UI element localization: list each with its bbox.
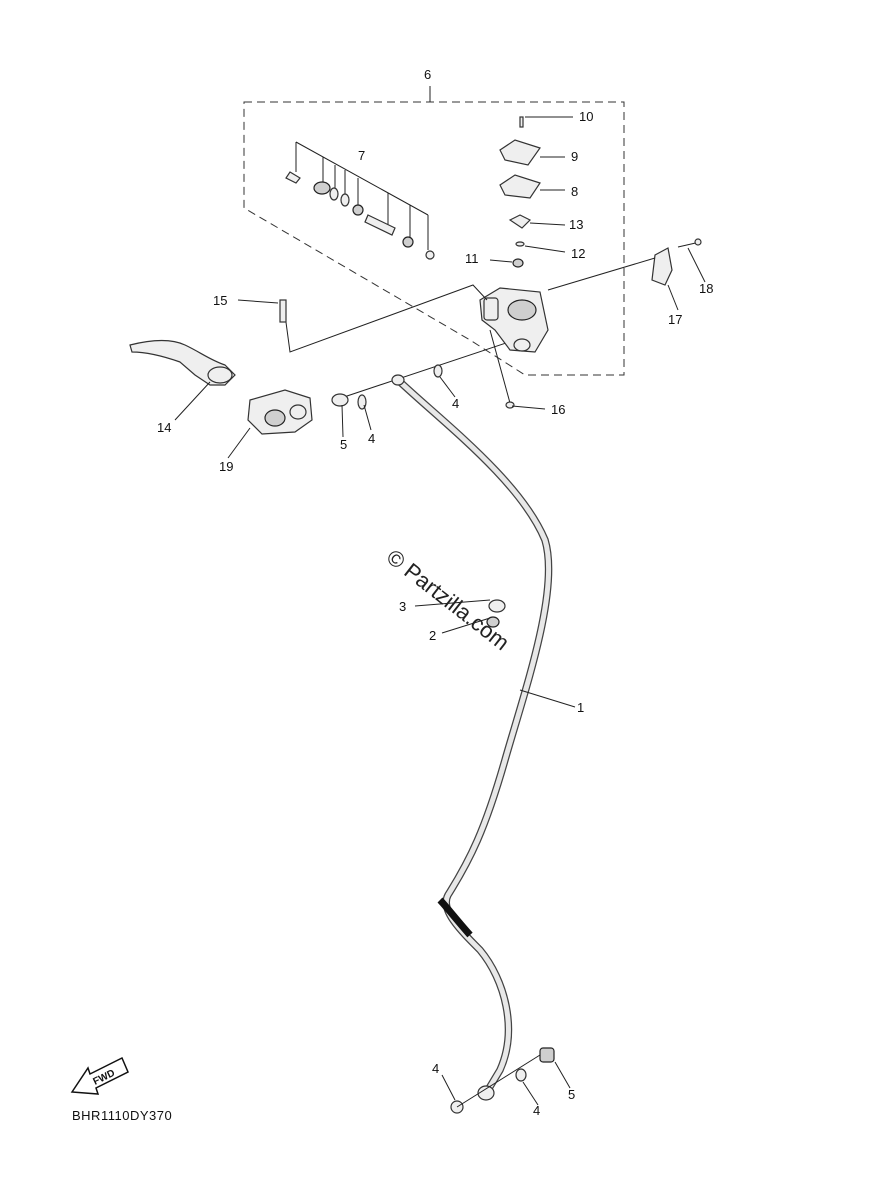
lower-banjo-fitting — [450, 1047, 555, 1114]
reservoir-cap-parts — [499, 116, 541, 268]
callout-leaders — [174, 86, 706, 1106]
callout-8: 8 — [571, 184, 578, 199]
callout-4a: 4 — [452, 396, 459, 411]
callout-19: 19 — [219, 459, 233, 474]
callout-10: 10 — [579, 109, 593, 124]
callout-15: 15 — [213, 293, 227, 308]
fwd-arrow-icon: FWD — [70, 1056, 129, 1095]
callout-17: 17 — [668, 312, 682, 327]
callout-4c: 4 — [432, 1061, 439, 1076]
holder-bolt — [677, 238, 702, 248]
lever-holder — [247, 389, 313, 435]
callout-2: 2 — [429, 628, 436, 643]
callout-5a: 5 — [340, 437, 347, 452]
callout-6: 6 — [424, 67, 431, 82]
callout-16: 16 — [551, 402, 565, 417]
holder-bracket — [547, 247, 673, 291]
piston-kit — [285, 141, 435, 260]
callout-7: 7 — [358, 148, 365, 163]
brake-lever — [129, 339, 236, 386]
callout-5b: 5 — [568, 1087, 575, 1102]
callout-1: 1 — [577, 700, 584, 715]
callout-18: 18 — [699, 281, 713, 296]
callout-4b: 4 — [368, 431, 375, 446]
lever-pin — [279, 284, 488, 353]
assembly-boundary — [243, 101, 625, 376]
callout-4d: 4 — [533, 1103, 540, 1118]
brake-hose — [395, 377, 553, 1092]
master-cylinder — [479, 287, 549, 353]
callout-13: 13 — [569, 217, 583, 232]
hose-clamp — [486, 599, 506, 628]
callout-11: 11 — [465, 251, 479, 266]
callout-12: 12 — [571, 246, 585, 261]
callout-3: 3 — [399, 599, 406, 614]
callout-9: 9 — [571, 149, 578, 164]
diagram-code: BHR1110DY370 — [72, 1108, 172, 1123]
callout-14: 14 — [157, 420, 171, 435]
upper-banjo-fitting — [331, 339, 516, 410]
